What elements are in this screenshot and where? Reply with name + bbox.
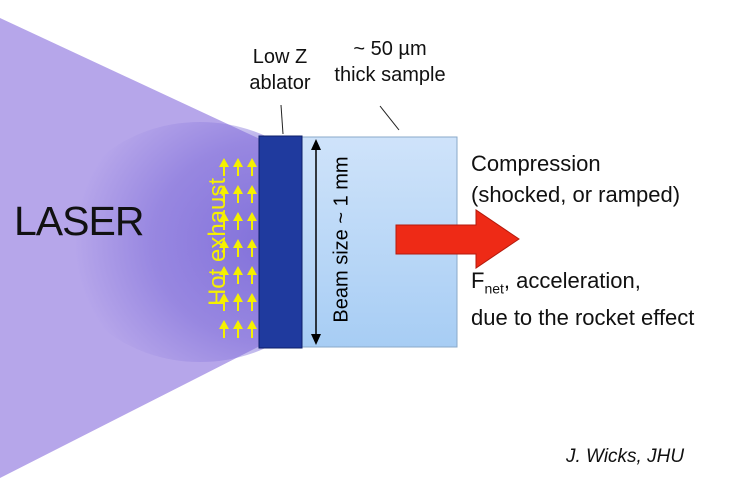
exhaust-arrow — [233, 239, 243, 257]
compression-arrow — [395, 209, 520, 269]
exhaust-arrows — [219, 158, 257, 338]
force-label-line2: due to the rocket effect — [471, 305, 695, 331]
ablator-leader-line — [280, 104, 284, 135]
ablator-label: Low Z ablator — [205, 44, 355, 96]
exhaust-arrow — [233, 212, 243, 230]
sample-leader-line — [379, 105, 400, 131]
exhaust-arrow — [219, 185, 229, 203]
exhaust-arrow — [233, 185, 243, 203]
exhaust-arrow — [219, 239, 229, 257]
exhaust-arrow — [219, 212, 229, 230]
exhaust-arrow — [233, 320, 243, 338]
force-label: Fnet, acceleration, due to the rocket ef… — [471, 266, 694, 333]
exhaust-arrow — [247, 320, 257, 338]
laser-label: LASER — [14, 198, 144, 244]
exhaust-arrow — [247, 266, 257, 284]
beam-size-dimension — [311, 139, 321, 345]
compression-label-line1: Compression — [471, 151, 601, 176]
force-label-line1: Fnet, acceleration, — [471, 266, 694, 303]
force-symbol: F — [471, 268, 485, 293]
ablator-label-line2: ablator — [249, 72, 311, 94]
exhaust-arrow — [233, 266, 243, 284]
compression-label-line2: (shocked, or ramped) — [471, 182, 681, 207]
beam-size-label: Beam size ~ 1 mm — [330, 156, 353, 323]
credit-label: J. Wicks, JHU — [566, 446, 685, 467]
exhaust-arrow — [247, 239, 257, 257]
compression-label: Compression (shocked, or ramped) — [471, 148, 680, 210]
ablator-label-line1: Low Z — [252, 46, 308, 68]
exhaust-arrow — [247, 212, 257, 230]
exhaust-arrow — [219, 320, 229, 338]
hot-exhaust-label: Hot exhaust — [204, 177, 231, 307]
exhaust-arrow — [247, 293, 257, 311]
exhaust-arrow — [247, 158, 257, 176]
force-label-rest: , acceleration, — [503, 268, 641, 293]
exhaust-arrow — [233, 158, 243, 176]
sample-label-line1: ~ 50 µm — [353, 38, 427, 60]
exhaust-arrow — [219, 266, 229, 284]
force-subscript: net — [484, 280, 504, 297]
exhaust-arrow — [219, 158, 229, 176]
exhaust-arrow — [219, 293, 229, 311]
sample-label-line2: thick sample — [334, 64, 446, 86]
exhaust-arrow — [247, 185, 257, 203]
sample-label: ~ 50 µm thick sample — [320, 36, 460, 88]
low-z-ablator — [258, 135, 303, 349]
exhaust-arrow — [233, 293, 243, 311]
